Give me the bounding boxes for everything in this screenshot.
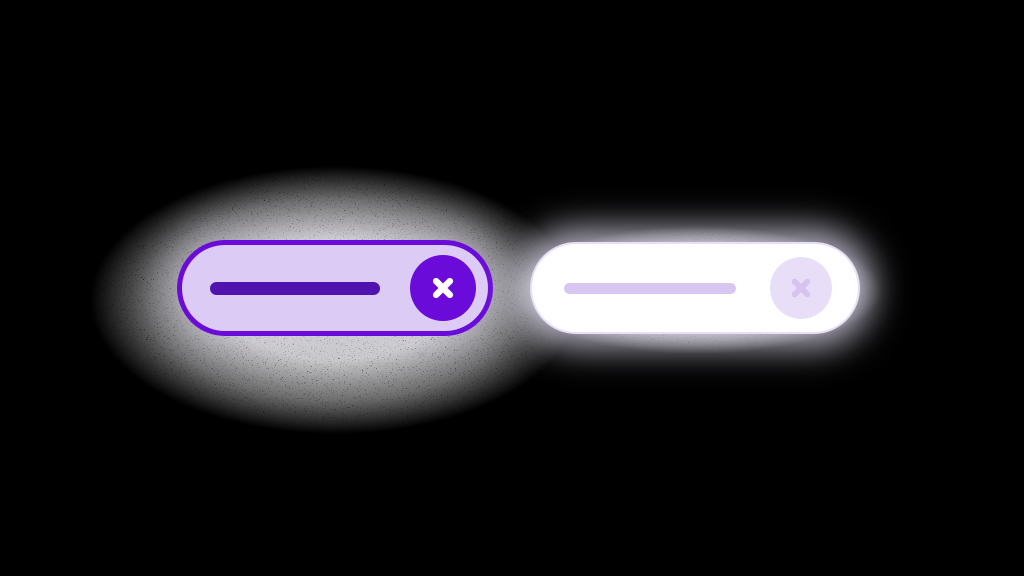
chip-default[interactable]: [530, 242, 860, 334]
text-placeholder: [210, 281, 380, 295]
text-placeholder: [564, 282, 736, 294]
chip-active[interactable]: [177, 240, 493, 336]
close-button[interactable]: [410, 255, 476, 321]
close-button[interactable]: [770, 257, 832, 319]
close-icon: [428, 273, 458, 303]
close-icon: [787, 274, 815, 302]
